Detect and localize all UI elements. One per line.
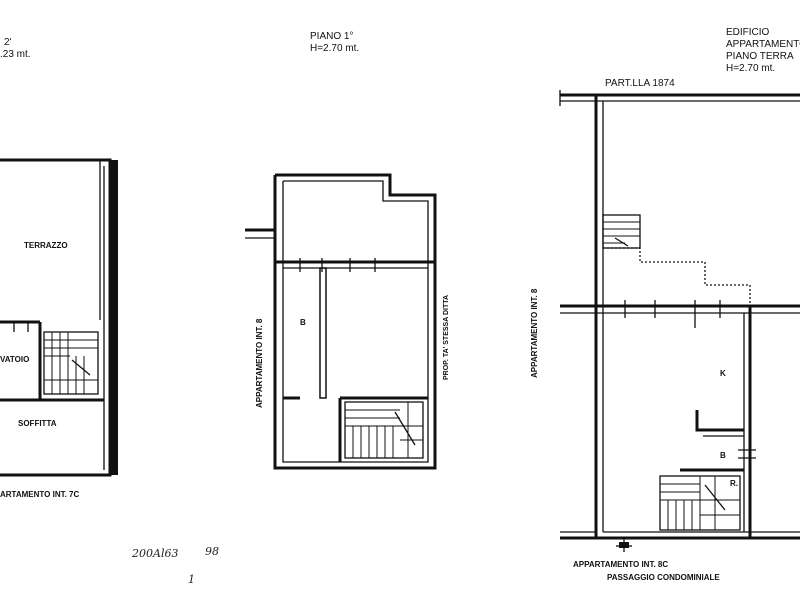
parcel-label: PART.LLA 1874 bbox=[605, 78, 675, 89]
right-caption-line2: PASSAGGIO CONDOMINIALE bbox=[607, 573, 720, 582]
room-label-terrazzo: TERRAZZO bbox=[24, 241, 68, 250]
right-header-line1: EDIFICIO bbox=[726, 27, 770, 38]
left-caption: ARTAMENTO INT. 7C bbox=[0, 490, 79, 499]
left-exterior-wall bbox=[110, 160, 118, 475]
room-label-soffitta: SOFFITTA bbox=[18, 419, 57, 428]
courtyard-boundary bbox=[603, 247, 751, 306]
handwritten-code: 200Al63 bbox=[131, 547, 178, 560]
right-interior-staircase bbox=[659, 475, 741, 531]
right-header-line4: H=2.70 mt. bbox=[726, 63, 775, 74]
middle-header-line2: H=2.70 mt. bbox=[310, 43, 359, 54]
right-floor-plan: EDIFICIO APPARTAMENTO PIANO TERRA H=2.70… bbox=[530, 27, 800, 582]
room-label-vatoio: VATOIO bbox=[0, 355, 29, 364]
middle-floor-plan: PIANO 1° H=2.70 mt. bbox=[245, 31, 450, 470]
right-side-label: APPARTAMENTO INT. 8 bbox=[530, 288, 539, 378]
room-label-b-middle: B bbox=[300, 318, 306, 327]
right-caption-line1: APPARTAMENTO INT. 8C bbox=[573, 560, 668, 569]
left-staircase bbox=[43, 331, 99, 395]
middle-side-label: APPARTAMENTO INT. 8 bbox=[255, 318, 264, 408]
left-floor-plan: 2' .23 mt. TERRAZZO VATOIO SO bbox=[0, 37, 118, 499]
left-header-line2: .23 mt. bbox=[0, 49, 31, 60]
right-exterior-stairs bbox=[602, 214, 641, 249]
right-header-line2: APPARTAMENTO bbox=[726, 39, 800, 50]
middle-staircase bbox=[344, 401, 424, 459]
right-bathroom-wall bbox=[695, 410, 744, 432]
middle-partition bbox=[319, 267, 327, 399]
middle-outer-wall bbox=[273, 173, 437, 470]
room-label-b-right: B bbox=[720, 451, 726, 460]
room-label-k: K bbox=[720, 369, 726, 378]
room-label-r: R. bbox=[730, 479, 738, 488]
middle-right-side-label: PROP. TA' STESSA DITTA bbox=[443, 295, 450, 380]
handwritten-page: 1 bbox=[188, 573, 195, 586]
entrance-marker bbox=[616, 538, 632, 552]
middle-header-line1: PIANO 1° bbox=[310, 31, 353, 42]
handwritten-number: 98 bbox=[205, 545, 219, 558]
left-header-line1: 2' bbox=[4, 37, 12, 48]
right-header-line3: PIANO TERRA bbox=[726, 51, 794, 62]
middle-inner-wall bbox=[282, 180, 429, 463]
